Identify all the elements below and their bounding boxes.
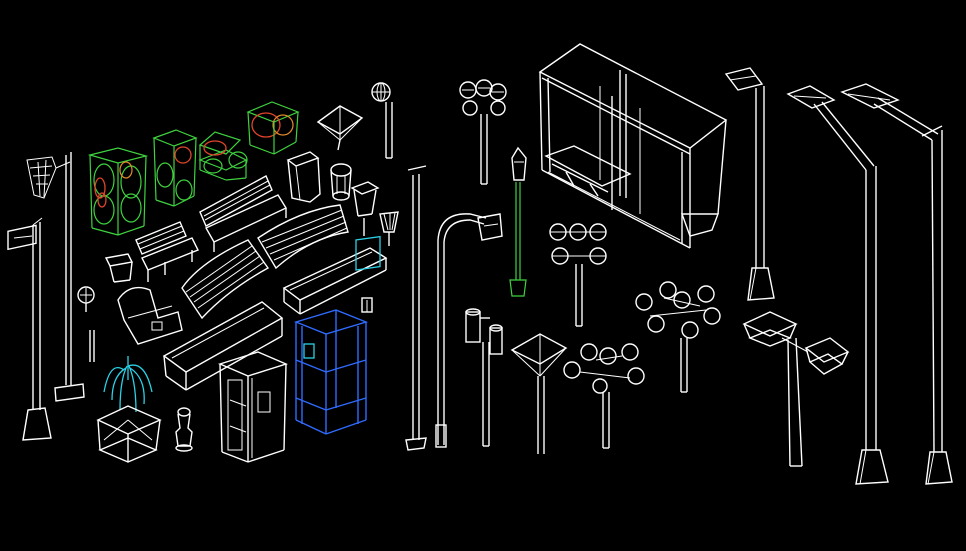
green-lantern-post <box>509 146 527 297</box>
double-box-lamp <box>742 311 850 467</box>
telephone-booth-blue <box>293 309 369 435</box>
flower-planters <box>87 101 300 236</box>
highway-lamp-1 <box>724 67 775 301</box>
five-globe-lamp-right <box>635 281 721 393</box>
bollard <box>175 407 193 452</box>
pyramid-lamp-large <box>510 333 568 454</box>
bus-shelter <box>538 43 728 249</box>
small-globe-lamp <box>77 286 95 362</box>
broom-lamp <box>379 211 399 246</box>
wall-phone <box>355 235 381 313</box>
trash-bins <box>104 151 352 283</box>
tall-street-lamp <box>405 165 427 451</box>
basketball-hoop <box>26 156 71 199</box>
four-globe-lamp-top <box>459 79 507 185</box>
highway-lamp-2 <box>786 85 889 485</box>
single-globe-lamp <box>371 82 393 159</box>
pyramid-lamp-small <box>316 105 364 151</box>
telephone-booth-white <box>217 351 289 463</box>
wall-lamp-post <box>7 217 52 441</box>
highway-lamp-3 <box>840 83 953 485</box>
double-head-lamp <box>465 308 503 447</box>
lantern-bin <box>350 181 380 236</box>
fountain <box>96 356 162 463</box>
five-globe-lamp-bottom <box>563 343 645 449</box>
four-globe-lamp-mid <box>549 223 607 327</box>
flagpole <box>54 152 85 402</box>
park-benches <box>117 175 349 345</box>
curved-arm-lamp <box>435 213 503 448</box>
concrete-planter-blocks <box>162 247 388 391</box>
